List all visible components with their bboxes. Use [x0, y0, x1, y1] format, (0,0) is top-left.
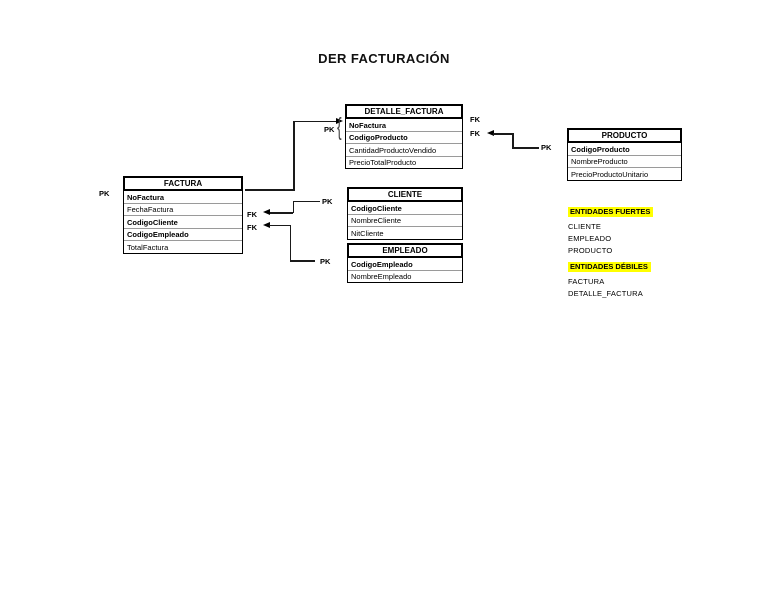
- connector-line: [293, 121, 295, 191]
- legend-item: PRODUCTO: [568, 246, 613, 255]
- entity-producto: PRODUCTO CodigoProducto NombreProducto P…: [567, 128, 682, 181]
- attribute-row: CodigoEmpleado: [348, 258, 462, 271]
- fk-label-codigoproducto: FK: [470, 129, 480, 138]
- attribute-row: NombreProducto: [568, 156, 681, 168]
- attribute-row: NoFactura: [346, 119, 462, 132]
- legend-weak-entities-title: ENTIDADES DÉBILES: [568, 262, 651, 272]
- attribute-row: TotalFactura: [127, 242, 169, 252]
- connector-line: [292, 201, 294, 213]
- arrow-left-icon: [263, 209, 270, 215]
- entity-cliente: CLIENTE CodigoCliente NombreCliente NitC…: [347, 187, 463, 240]
- connector-line: [512, 147, 539, 149]
- entity-cliente-title: CLIENTE: [347, 187, 463, 202]
- fk-label-codigocliente: FK: [247, 210, 257, 219]
- connector-line: [290, 260, 315, 262]
- page-title: DER FACTURACIÓN: [318, 51, 450, 66]
- pk-label-detalle-factura: PK: [324, 125, 335, 134]
- entity-factura-body: NoFactura FechaFactura CodigoCliente Cod…: [123, 191, 243, 254]
- attribute-row: NoFactura: [124, 191, 242, 204]
- entity-empleado: EMPLEADO CodigoEmpleado NombreEmpleado: [347, 243, 463, 283]
- attribute-row: CantidadProductoVendido: [346, 144, 462, 157]
- entity-detalle-factura-body: NoFactura CodigoProducto CantidadProduct…: [345, 119, 463, 169]
- pk-label-empleado: PK: [320, 257, 331, 266]
- entity-producto-body: CodigoProducto NombreProducto PrecioProd…: [567, 143, 682, 181]
- pk-label-factura: PK: [99, 189, 110, 198]
- connector-line: [294, 120, 337, 122]
- legend-strong-entities-title: ENTIDADES FUERTES: [568, 207, 654, 217]
- connector-line: [269, 224, 290, 226]
- fk-label-codigoempleado: FK: [247, 223, 257, 232]
- entity-detalle-factura: DETALLE_FACTURA NoFactura CodigoProducto…: [345, 104, 463, 169]
- attribute-row: NombreEmpleado: [351, 272, 412, 281]
- legend-item: FACTURA: [568, 277, 605, 286]
- attribute-row: CodigoCliente: [124, 216, 242, 229]
- legend-weak-entities: ENTIDADES DÉBILES FACTURA DETALLE_FACTUR…: [568, 256, 678, 298]
- attribute-row: CodigoCliente: [348, 202, 462, 215]
- connector-line: [493, 133, 513, 135]
- arrow-left-icon: [487, 130, 494, 136]
- pk-label-cliente: PK: [322, 197, 333, 206]
- fk-label-nofactura: FK: [470, 115, 480, 124]
- attribute-row: PrecioTotalProducto: [349, 158, 417, 167]
- connector-line: [289, 225, 291, 261]
- connector-line: [269, 212, 293, 214]
- connector-line: [293, 200, 320, 202]
- connector-line: [245, 189, 294, 191]
- entity-cliente-body: CodigoCliente NombreCliente NitCliente: [347, 202, 463, 240]
- arrow-right-icon: [336, 117, 343, 124]
- legend-strong-entities: ENTIDADES FUERTES CLIENTE EMPLEADO PRODU…: [568, 201, 678, 255]
- pk-label-producto: PK: [541, 143, 552, 152]
- attribute-row: NitCliente: [351, 228, 384, 238]
- entity-detalle-factura-title: DETALLE_FACTURA: [345, 104, 463, 119]
- brace-icon: {: [337, 113, 342, 141]
- entity-empleado-title: EMPLEADO: [347, 243, 463, 258]
- attribute-row: CodigoProducto: [568, 143, 681, 156]
- legend-item: CLIENTE: [568, 222, 602, 231]
- arrow-left-icon: [263, 221, 270, 228]
- legend-item: DETALLE_FACTURA: [568, 289, 643, 298]
- entity-producto-title: PRODUCTO: [567, 128, 682, 143]
- attribute-row: CodigoEmpleado: [124, 229, 242, 241]
- entity-empleado-body: CodigoEmpleado NombreEmpleado: [347, 258, 463, 283]
- entity-factura-title: FACTURA: [123, 176, 243, 191]
- attribute-row: PrecioProductoUnitario: [571, 169, 649, 179]
- attribute-row: CodigoProducto: [346, 132, 462, 144]
- legend-item: EMPLEADO: [568, 234, 612, 243]
- attribute-row: NombreCliente: [348, 215, 462, 227]
- attribute-row: FechaFactura: [124, 204, 242, 216]
- connector-line: [512, 133, 514, 148]
- entity-factura: FACTURA NoFactura FechaFactura CodigoCli…: [123, 176, 243, 254]
